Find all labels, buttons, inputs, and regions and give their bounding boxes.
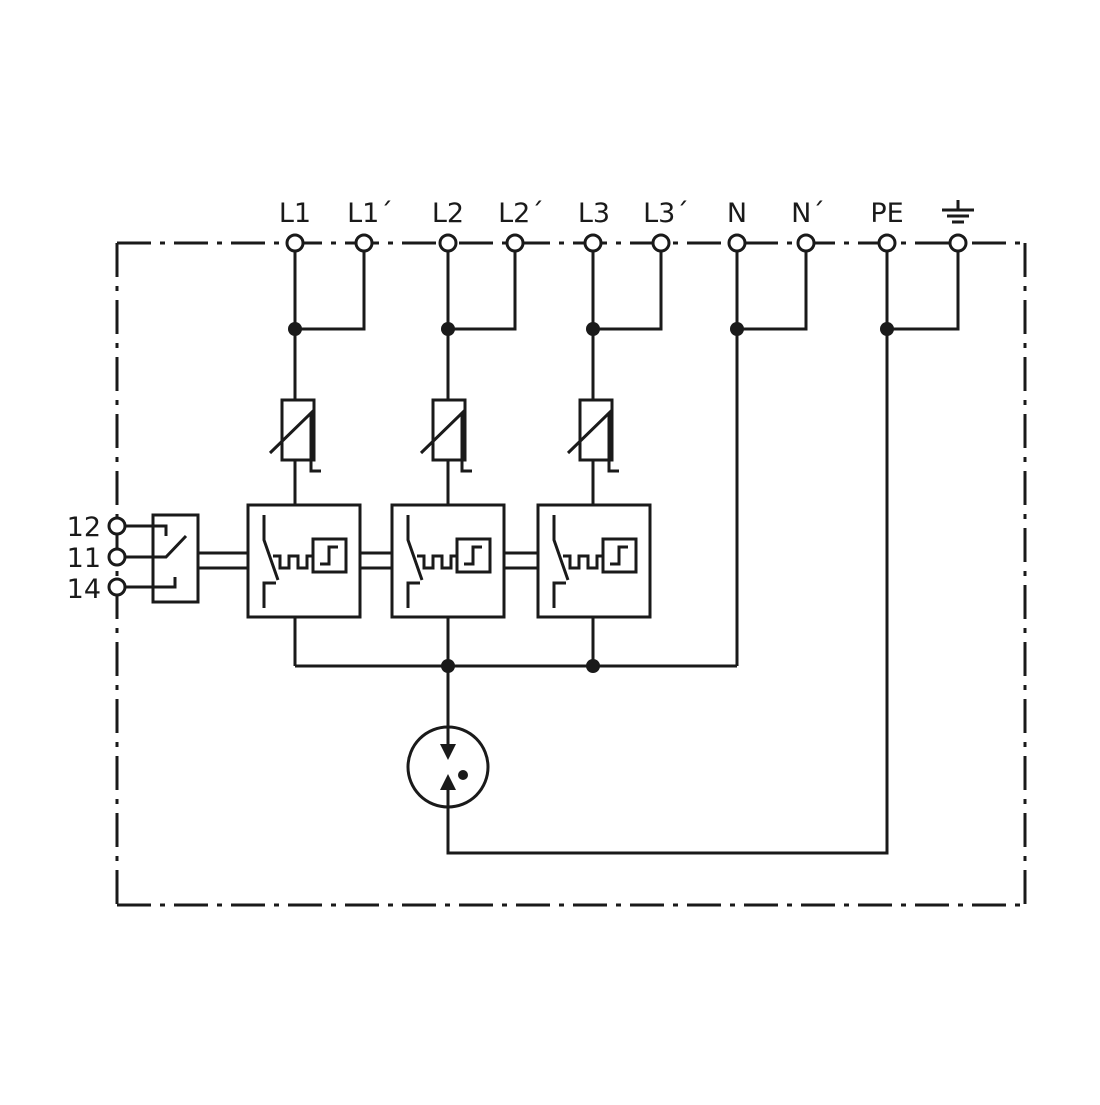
terminal-bridges	[293, 243, 960, 331]
contact-label-12: 12	[67, 512, 101, 543]
top-terminals	[285, 233, 968, 253]
ground-icon	[942, 200, 974, 224]
terminal-label-l3: L3	[578, 198, 610, 229]
terminal-label-l1-prime: L1´	[347, 198, 393, 229]
terminal-label-pe: PE	[870, 198, 903, 229]
top-terminal-labels: L1 L1´ L2 L2´ L3 L3´ N N´ PE	[279, 198, 904, 229]
terminal-label-l3-prime: L3´	[643, 198, 689, 229]
disconnector-module-l2	[390, 503, 506, 619]
phase-wiring	[293, 329, 739, 730]
junction-dots	[288, 322, 894, 673]
disconnector-module-l1	[246, 503, 362, 619]
terminal-label-n: N	[727, 198, 747, 229]
terminal-label-n-prime: N´	[791, 198, 825, 229]
contact-label-14: 14	[67, 574, 101, 605]
pe-wiring	[446, 329, 889, 855]
contact-terminals	[107, 516, 127, 597]
terminal-label-l1: L1	[279, 198, 311, 229]
spark-gap	[406, 725, 490, 809]
contact-label-11: 11	[67, 543, 101, 574]
terminal-label-l2: L2	[432, 198, 464, 229]
varistor-l2	[419, 398, 472, 473]
varistor-l3	[566, 398, 619, 473]
contact-terminal-labels: 12 11 14	[67, 512, 101, 605]
remote-signal-contact	[126, 513, 200, 604]
enclosure-frame	[115, 241, 1027, 907]
mechanical-linkage	[198, 551, 538, 570]
disconnector-module-l3	[536, 503, 652, 619]
terminal-label-l2-prime: L2´	[498, 198, 544, 229]
varistor-l1	[268, 398, 321, 473]
